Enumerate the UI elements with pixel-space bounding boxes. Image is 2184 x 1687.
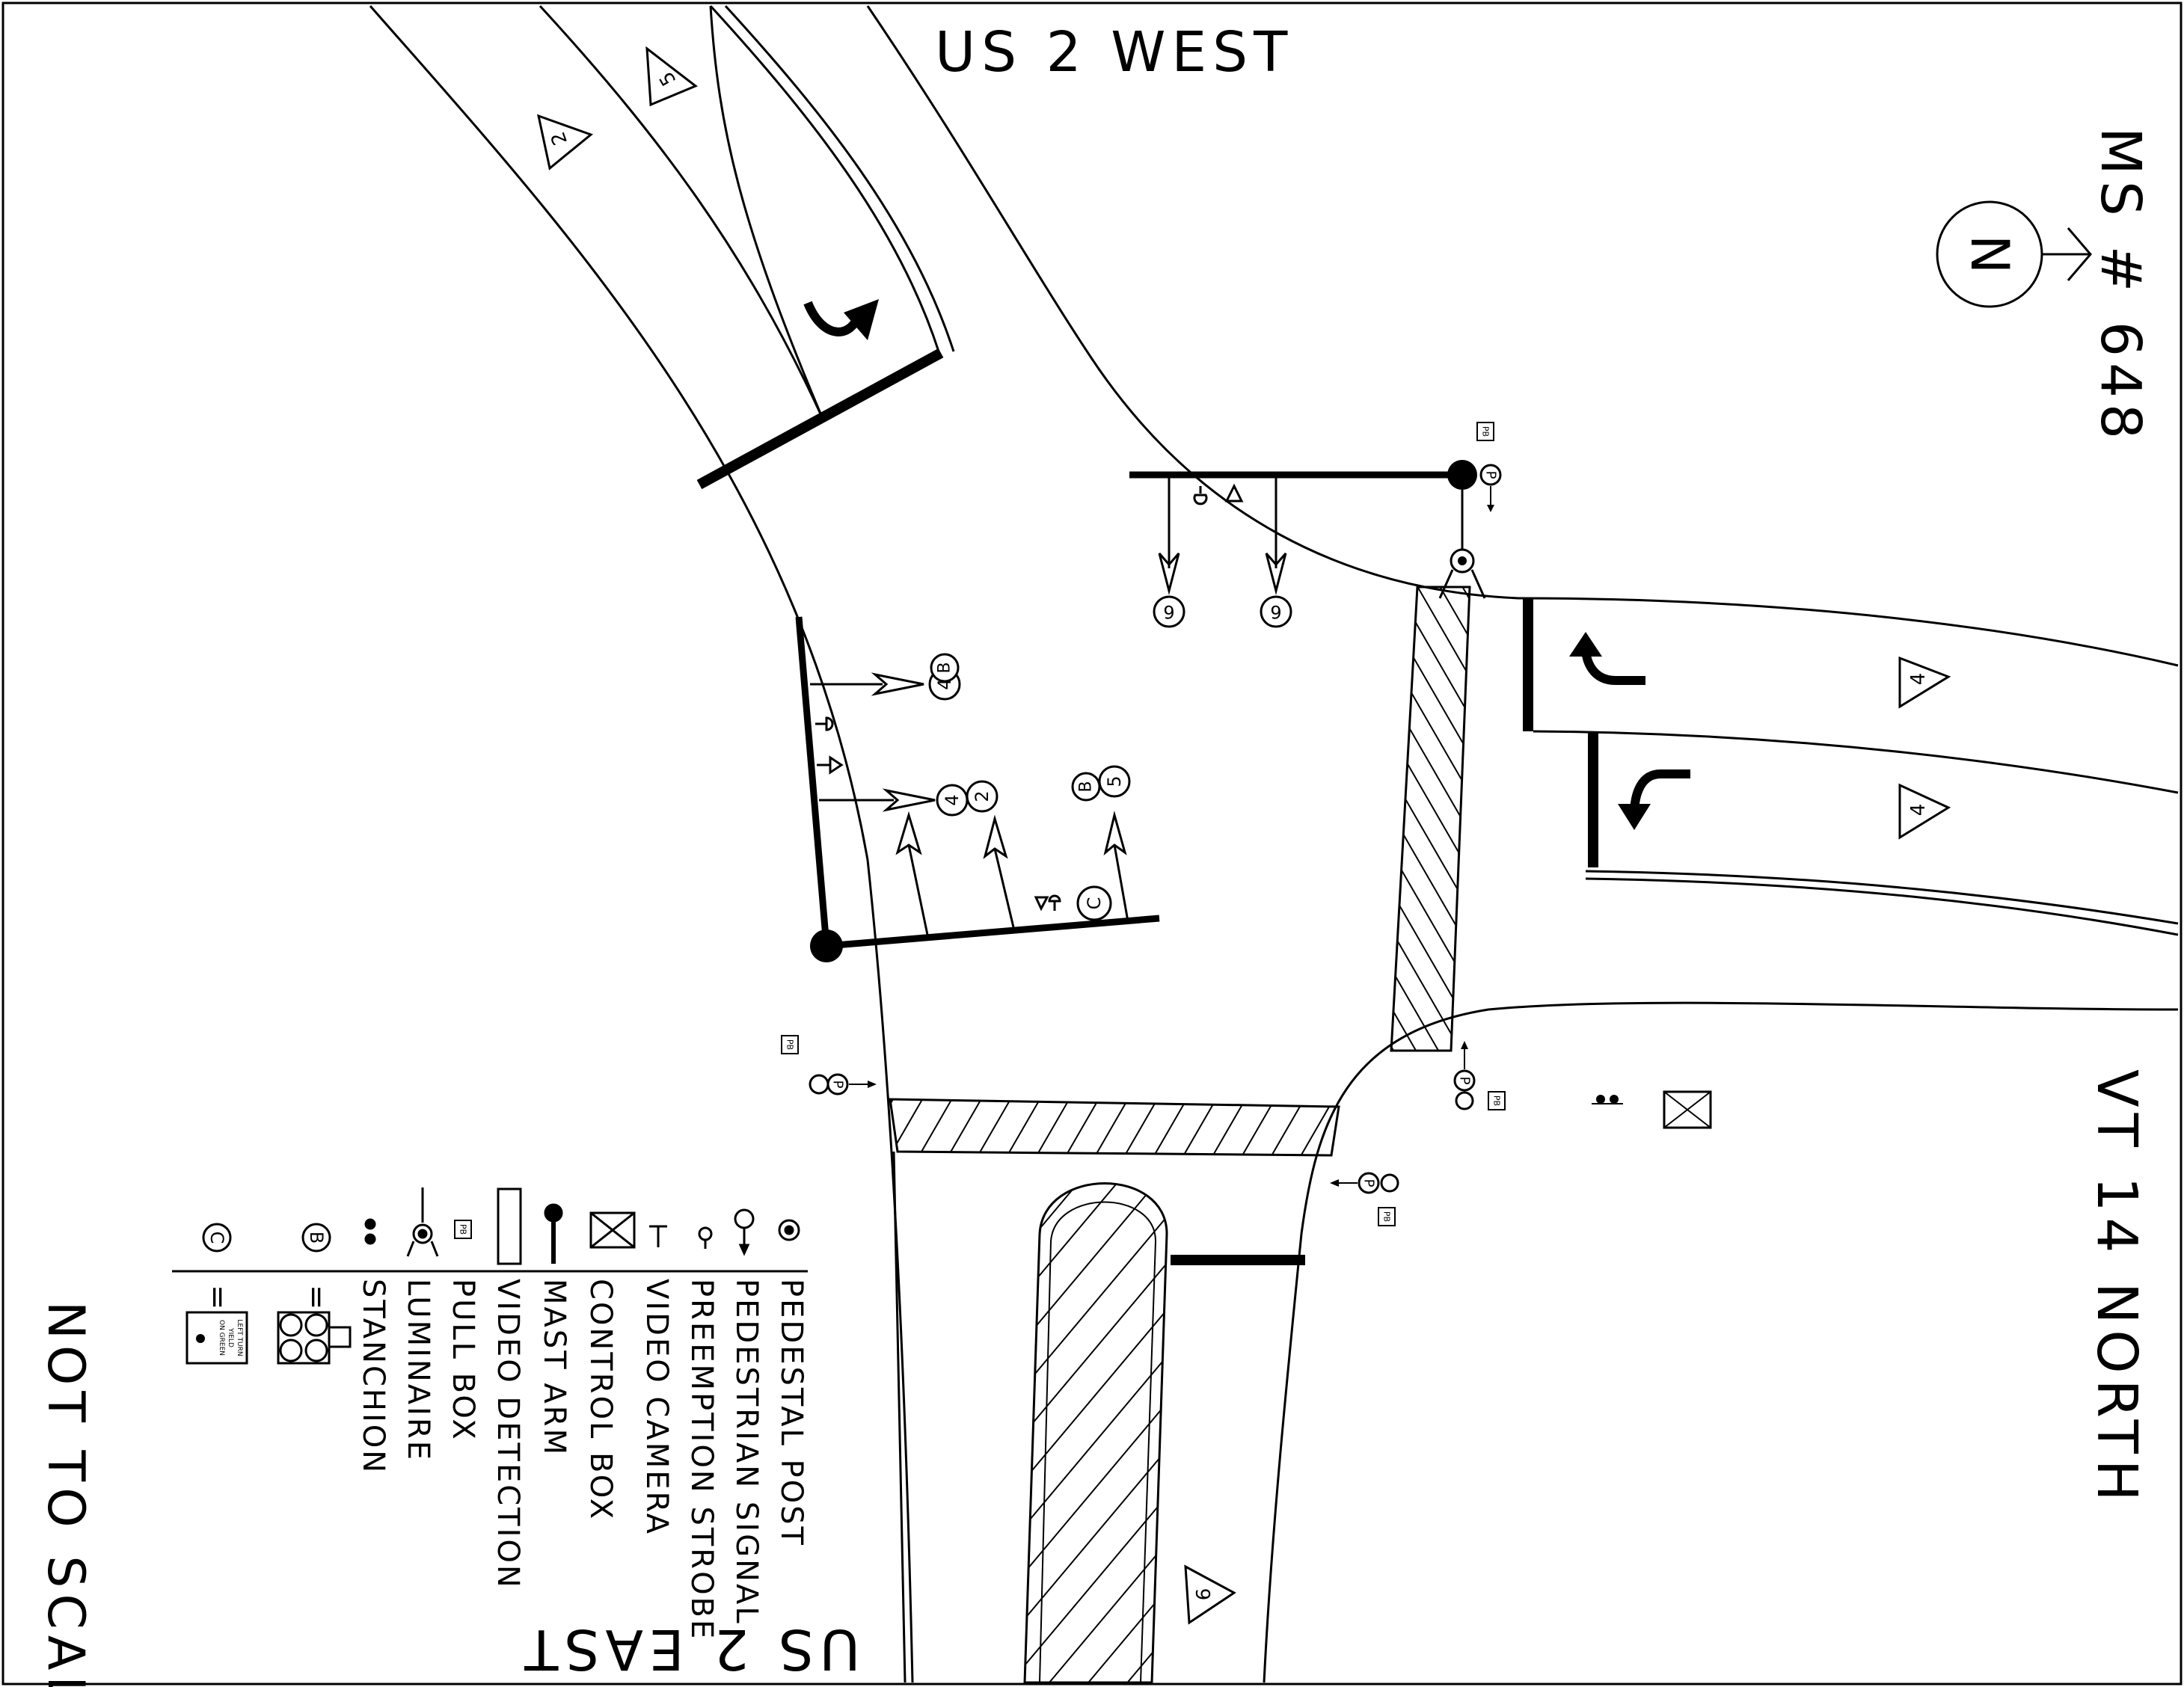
legend-label-6: VIDEO DETECTION [491,1279,525,1590]
legend-signal-c-letter: C [206,1232,227,1244]
street-us2-west: US 2 WEST [935,20,1293,84]
median-island-outline [1039,1201,1157,1683]
lane-arrow-heads [844,299,1651,830]
ped-signal-ne: P [1479,464,1502,512]
ped-tag-se1: P [1457,1077,1473,1085]
legend-label-1: PEDESTRIAN SIGNAL [729,1279,764,1626]
ped-signal-se-1: P [1453,1041,1476,1110]
pull-box-ne-tag: PB [1481,426,1491,437]
median-island [1023,1182,1168,1684]
head-4b-letter: B [936,662,954,673]
pull-box-se-2: PB [1378,1207,1396,1226]
legend-label-4: CONTROL BOX [583,1279,618,1521]
pull-box-w-tag: PB [785,1039,795,1050]
head-c-label: C [1084,897,1105,910]
stanchion-icon [1592,1095,1623,1104]
ped-tag-se2: P [1361,1179,1377,1187]
north-arrow-icon: N [1936,200,2092,308]
phase-triangles [536,46,1951,1625]
crosswalk-east [1390,586,1471,1052]
ped-tag-ne: P [1483,471,1499,479]
street-us2-east: US 2 EAST [518,1617,860,1681]
ped-signal-w: P [809,1073,877,1096]
crosswalk-south [889,1098,1340,1157]
head-6a-label: 6 [1163,601,1174,622]
head-6b-label: 6 [1270,601,1281,622]
head-5b-num: 5 [1104,775,1125,787]
ped-tag-w: P [830,1081,846,1089]
legend-pb-tag: PB [458,1224,468,1235]
pull-box-w: PB [781,1035,799,1054]
legend-label-9: STANCHION [356,1279,390,1475]
legend: PB B C PEDESTAL POST PEDESTRIAN SIGNAL P… [172,1187,809,1641]
control-box-icon [1663,1090,1712,1129]
signal-heads-west [810,672,1129,935]
legend-label-2: PREEMPTION STROBE [684,1279,719,1641]
pull-box-se2-tag: PB [1382,1211,1392,1222]
pull-box-se-1: PB [1488,1091,1506,1110]
legend-label-7: PULL BOX [446,1279,480,1442]
signal-head-b-icon [277,1311,352,1365]
head-2-label: 2 [972,790,993,802]
ms-number: MS # 648 [2088,127,2153,445]
sign-line-1: LEFT TURN [236,1319,243,1356]
stop-bars [696,348,1598,1265]
north-letter: N [1959,235,2020,274]
street-vt14-north: VT 14 NORTH [2085,1069,2149,1508]
lane-arrows [803,301,1690,816]
legend-label-8: LUMINAIRE [401,1279,435,1462]
head-4-label: 4 [942,794,963,805]
legend-signal-b-letter: B [306,1232,327,1244]
scale-note: NOT TO SCALE [36,1301,95,1687]
legend-label-0: PEDESTAL POST [774,1279,809,1547]
luminaire-icon [1438,548,1486,599]
phase-bottom: 6 [1193,1588,1215,1601]
phase-right-b: 4 [1907,804,1930,817]
legend-equals-c: = [200,1285,235,1310]
legend-icons [202,1187,800,1265]
legend-label-5: MAST ARM [537,1279,571,1457]
legend-equals-b: = [299,1285,334,1310]
sign-line-3: ON GREEN [218,1320,225,1356]
head-5b-letter: B [1077,781,1096,792]
pull-box-se1-tag: PB [1492,1096,1502,1106]
sign-line-2: YIELD [227,1327,234,1348]
road-edges [369,4,2179,1683]
mast-arm-north [1129,460,1477,553]
legend-label-3: VIDEO CAMERA [639,1279,674,1536]
mast-arm-west [795,616,1160,962]
signal-heads-north [1158,475,1287,595]
left-turn-yield-sign-icon: LEFT TURN YIELD ON GREEN [185,1311,248,1365]
phase-right-a: 4 [1907,673,1930,686]
ped-signal-se-2: P [1330,1172,1399,1194]
pull-box-ne: PB [1476,422,1494,441]
